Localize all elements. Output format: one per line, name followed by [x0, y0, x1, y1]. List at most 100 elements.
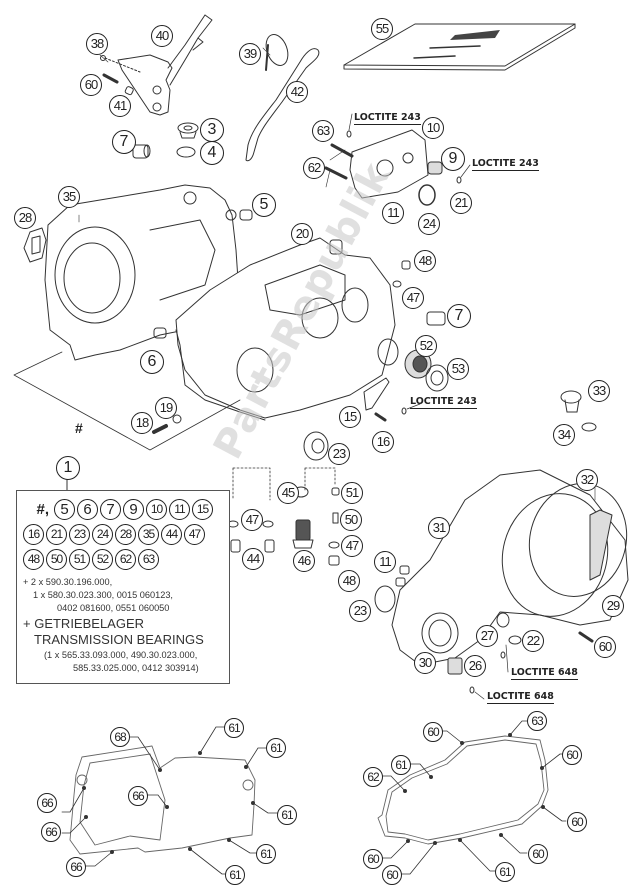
gasket-callout[interactable]: 68 — [110, 727, 130, 747]
callout-5[interactable]: 5 — [252, 193, 276, 217]
callout-48b[interactable]: 48 — [338, 570, 360, 592]
clutch-cover-gasket — [377, 735, 549, 845]
kit-item[interactable]: 11 — [169, 499, 190, 520]
callout-33[interactable]: 33 — [588, 380, 610, 402]
kit-item[interactable]: 44 — [161, 524, 182, 545]
gasket-callout[interactable]: 66 — [37, 793, 57, 813]
gasket-callout[interactable]: 60 — [567, 812, 587, 832]
kit-bearings-parts: 585.33.025.000, 0412 303914) — [73, 663, 199, 673]
gasket-callout[interactable]: 60 — [528, 844, 548, 864]
callout-40[interactable]: 40 — [151, 25, 173, 47]
kit-item[interactable]: 10 — [146, 499, 167, 520]
callout-34[interactable]: 34 — [553, 424, 575, 446]
callout-7b[interactable]: 7 — [447, 304, 471, 328]
callout-46[interactable]: 46 — [293, 550, 315, 572]
kit-item[interactable]: 23 — [69, 524, 90, 545]
gasket-callout[interactable]: 66 — [41, 822, 61, 842]
dowel-6 — [153, 327, 167, 339]
kit-item[interactable]: 50 — [46, 549, 67, 570]
callout-9[interactable]: 9 — [441, 147, 465, 171]
callout-63[interactable]: 63 — [312, 120, 334, 142]
kit-item[interactable]: 6 — [77, 499, 98, 520]
callout-11b[interactable]: 11 — [374, 551, 396, 573]
callout-3[interactable]: 3 — [200, 118, 224, 142]
gasket-callout[interactable]: 62 — [363, 767, 383, 787]
callout-51[interactable]: 51 — [341, 482, 363, 504]
kit-item[interactable]: 28 — [115, 524, 136, 545]
callout-7[interactable]: 7 — [112, 130, 136, 154]
callout-47b[interactable]: 47 — [241, 509, 263, 531]
callout-20[interactable]: 20 — [291, 223, 313, 245]
callout-30[interactable]: 30 — [414, 652, 436, 674]
callout-32[interactable]: 32 — [576, 469, 598, 491]
gasket-callout[interactable]: 61 — [224, 718, 244, 738]
callout-29[interactable]: 29 — [602, 595, 624, 617]
gasket-callout[interactable]: 61 — [277, 805, 297, 825]
kit-item[interactable]: 5 — [54, 499, 75, 520]
crankcase-gasket — [69, 745, 256, 855]
callout-24[interactable]: 24 — [418, 213, 440, 235]
callout-41[interactable]: 41 — [109, 95, 131, 117]
callout-19[interactable]: 19 — [155, 397, 177, 419]
kit-item[interactable]: 47 — [184, 524, 205, 545]
callout-18[interactable]: 18 — [131, 412, 153, 434]
gasket-callout[interactable]: 66 — [66, 857, 86, 877]
kit-item[interactable]: 48 — [23, 549, 44, 570]
callout-1[interactable]: 1 — [56, 456, 80, 480]
callout-44[interactable]: 44 — [242, 548, 264, 570]
oring-47 — [328, 541, 340, 549]
gasket-callout[interactable]: 60 — [562, 745, 582, 765]
kit-item[interactable]: 51 — [69, 549, 90, 570]
callout-22[interactable]: 22 — [522, 630, 544, 652]
kit-item[interactable]: 52 — [92, 549, 113, 570]
callout-53[interactable]: 53 — [447, 358, 469, 380]
callout-4[interactable]: 4 — [200, 141, 224, 165]
callout-26[interactable]: 26 — [464, 655, 486, 677]
gasket-callout[interactable]: 61 — [225, 865, 245, 885]
callout-31[interactable]: 31 — [428, 517, 450, 539]
callout-60b[interactable]: 60 — [594, 636, 616, 658]
callout-39[interactable]: 39 — [239, 43, 261, 65]
gasket-callout[interactable]: 61 — [495, 862, 515, 882]
callout-48[interactable]: 48 — [414, 250, 436, 272]
kit-item[interactable]: 35 — [138, 524, 159, 545]
kit-item[interactable]: 63 — [138, 549, 159, 570]
callout-23[interactable]: 23 — [328, 443, 350, 465]
kit-item[interactable]: 15 — [192, 499, 213, 520]
callout-60[interactable]: 60 — [80, 74, 102, 96]
kit-item[interactable]: 21 — [46, 524, 67, 545]
callout-47c[interactable]: 47 — [341, 535, 363, 557]
callout-50[interactable]: 50 — [340, 509, 362, 531]
kit-item[interactable]: 7 — [100, 499, 121, 520]
kit-item[interactable]: 24 — [92, 524, 113, 545]
callout-55[interactable]: 55 — [371, 18, 393, 40]
callout-15[interactable]: 15 — [339, 406, 361, 428]
callout-45[interactable]: 45 — [277, 482, 299, 504]
gasket-callout[interactable]: 66 — [128, 786, 148, 806]
callout-21[interactable]: 21 — [450, 192, 472, 214]
gasket-callout[interactable]: 61 — [391, 755, 411, 775]
callout-6[interactable]: 6 — [140, 350, 164, 374]
gasket-callout[interactable]: 60 — [363, 849, 383, 869]
callout-47[interactable]: 47 — [402, 287, 424, 309]
callout-27[interactable]: 27 — [476, 625, 498, 647]
gasket-callout[interactable]: 60 — [382, 865, 402, 885]
callout-11[interactable]: 11 — [382, 202, 404, 224]
gasket-callout[interactable]: 63 — [527, 711, 547, 731]
callout-52[interactable]: 52 — [415, 335, 437, 357]
kit-item[interactable]: 16 — [23, 524, 44, 545]
kit-bearings-title: + GETRIEBELAGER — [23, 616, 145, 631]
callout-23b[interactable]: 23 — [349, 600, 371, 622]
callout-16[interactable]: 16 — [372, 431, 394, 453]
gasket-callout[interactable]: 61 — [266, 738, 286, 758]
callout-10[interactable]: 10 — [422, 117, 444, 139]
callout-35[interactable]: 35 — [58, 186, 80, 208]
callout-28[interactable]: 28 — [14, 207, 36, 229]
callout-38[interactable]: 38 — [86, 33, 108, 55]
kit-item[interactable]: 9 — [123, 499, 144, 520]
gasket-callout[interactable]: 61 — [256, 844, 276, 864]
callout-62[interactable]: 62 — [303, 157, 325, 179]
callout-42[interactable]: 42 — [286, 81, 308, 103]
kit-item[interactable]: 62 — [115, 549, 136, 570]
gasket-callout[interactable]: 60 — [423, 722, 443, 742]
